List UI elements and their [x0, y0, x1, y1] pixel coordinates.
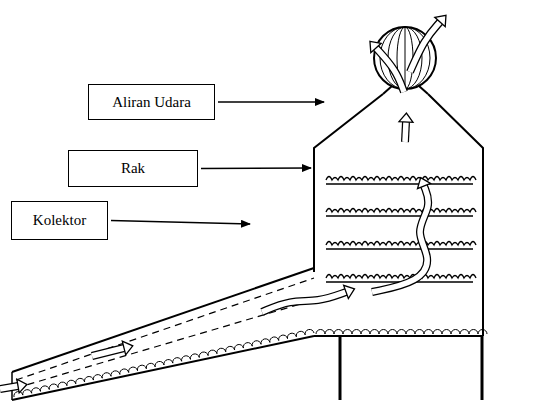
stand-leg	[339, 336, 342, 400]
airflow-arrow	[410, 15, 446, 72]
drying-chamber	[314, 94, 483, 336]
callout-box: Kolektor	[11, 201, 108, 240]
callout-label: Aliran Udara	[112, 94, 191, 111]
collector-cover	[12, 268, 314, 372]
leader-arrow	[111, 221, 250, 225]
stand-leg	[481, 336, 484, 400]
airflow-arrow	[399, 113, 413, 142]
airflow-arrow	[262, 285, 354, 312]
leader-arrow	[201, 167, 311, 169]
airflow-arrow	[370, 41, 404, 92]
airflow-arrow	[92, 341, 133, 356]
absorber-corrugation	[14, 329, 487, 397]
callout-box: Rak	[68, 150, 198, 187]
ventilator-vane	[405, 27, 406, 89]
airflow-arrow	[372, 178, 430, 292]
drying-shelf	[326, 177, 476, 185]
leader-arrow	[218, 101, 324, 103]
drying-shelf	[326, 209, 476, 217]
callout-box: Aliran Udara	[88, 84, 215, 120]
drying-shelf	[326, 242, 476, 250]
airflow-arrow	[0, 379, 27, 393]
callout-label: Kolektor	[33, 212, 86, 229]
collector-base	[12, 336, 314, 400]
collector-glass	[16, 278, 314, 380]
callout-label: Rak	[121, 160, 145, 177]
